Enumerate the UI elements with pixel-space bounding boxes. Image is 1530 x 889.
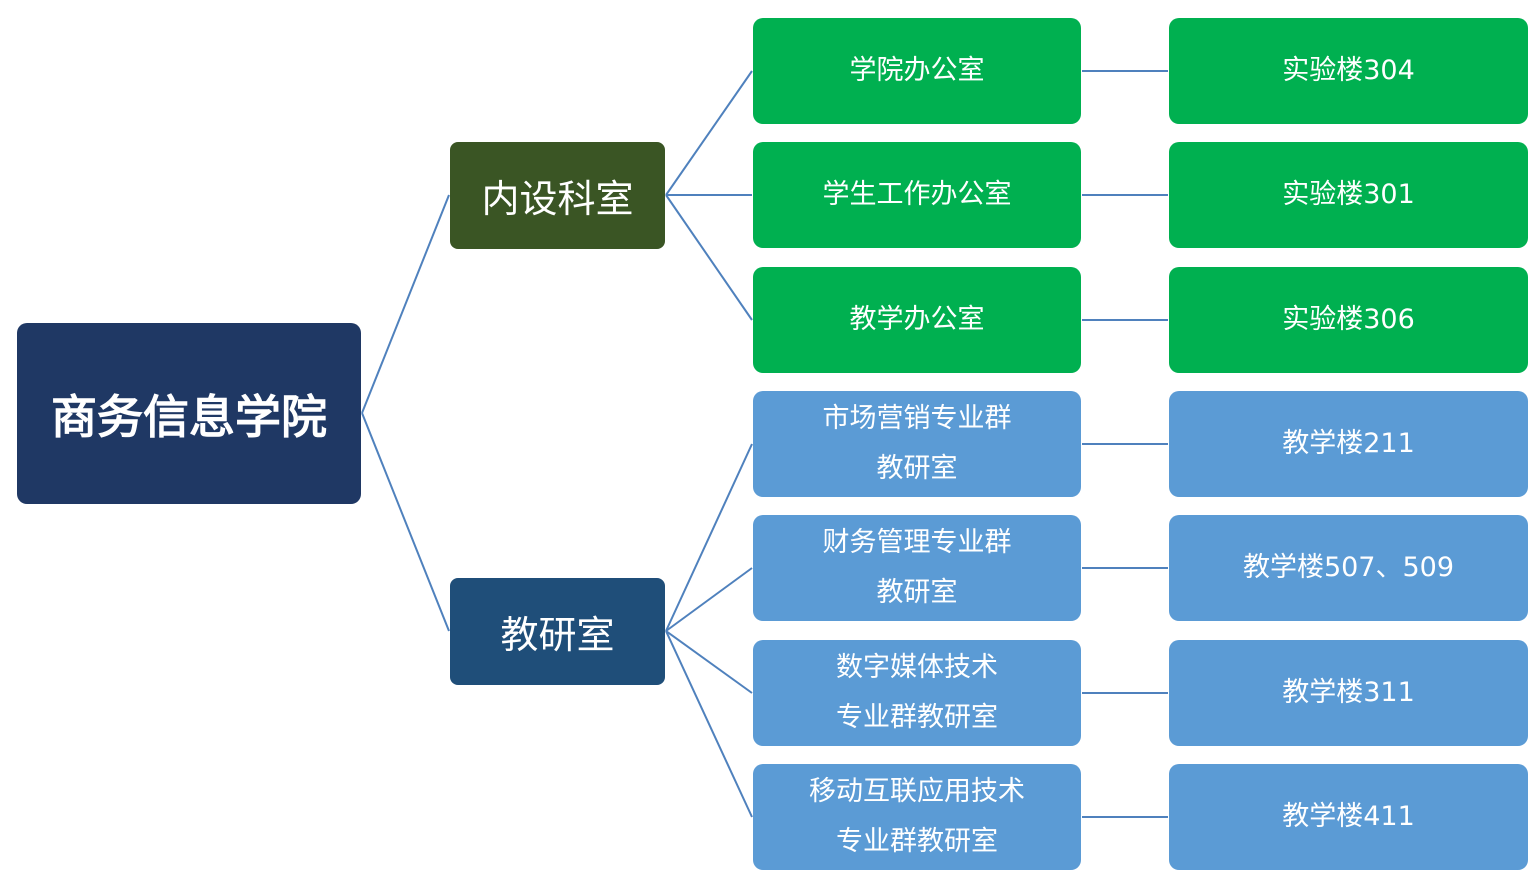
dept-node: 学院办公室 <box>753 18 1081 124</box>
connector-teach-dept-2 <box>665 567 753 632</box>
dept-label-line: 财务管理专业群 <box>822 527 1012 558</box>
location-label: 实验楼306 <box>1282 304 1415 335</box>
connector-root-teaching <box>361 412 450 632</box>
connector-teach-dept-1 <box>665 443 753 632</box>
connector-root-admin <box>361 194 450 414</box>
location-label: 教学楼507、509 <box>1242 552 1455 583</box>
location-node: 实验楼304 <box>1169 18 1528 124</box>
location-node: 实验楼301 <box>1169 142 1528 248</box>
dept-node: 教学办公室 <box>753 267 1081 373</box>
location-node: 教学楼411 <box>1169 764 1528 870</box>
dept-label-line: 学生工作办公室 <box>822 179 1012 210</box>
dept-node: 数字媒体技术 专业群教研室 <box>753 640 1081 746</box>
category-label: 教研室 <box>500 613 615 657</box>
dept-label-line: 专业群教研室 <box>836 826 998 857</box>
connector-teach-dept-4 <box>665 630 753 818</box>
dept-label-line: 市场营销专业群 <box>822 403 1012 434</box>
location-label: 教学楼311 <box>1282 677 1415 708</box>
dept-label-line: 教学办公室 <box>849 304 985 335</box>
root-node: 商务信息学院 <box>17 323 361 504</box>
category-label: 内设科室 <box>481 177 634 221</box>
dept-label-line: 学院办公室 <box>849 55 985 86</box>
location-label: 教学楼211 <box>1282 428 1415 459</box>
dept-label-line: 教研室 <box>876 453 958 484</box>
dept-node: 移动互联应用技术 专业群教研室 <box>753 764 1081 870</box>
dept-label-line: 移动互联应用技术 <box>809 776 1025 807</box>
root-label: 商务信息学院 <box>51 389 327 444</box>
location-label: 实验楼304 <box>1282 55 1415 86</box>
location-label: 教学楼411 <box>1282 801 1415 832</box>
dept-node: 学生工作办公室 <box>753 142 1081 248</box>
dept-label-line: 教研室 <box>876 577 958 608</box>
dept-label-line: 数字媒体技术 <box>836 652 998 683</box>
category-teaching-offices: 教研室 <box>450 578 665 685</box>
location-label: 实验楼301 <box>1282 179 1415 210</box>
category-admin-offices: 内设科室 <box>450 142 665 249</box>
dept-node: 财务管理专业群 教研室 <box>753 515 1081 621</box>
dept-node: 市场营销专业群 教研室 <box>753 391 1081 497</box>
location-node: 教学楼311 <box>1169 640 1528 746</box>
location-node: 实验楼306 <box>1169 267 1528 373</box>
location-node: 教学楼211 <box>1169 391 1528 497</box>
dept-label-line: 专业群教研室 <box>836 702 998 733</box>
location-node: 教学楼507、509 <box>1169 515 1528 621</box>
connector-teach-dept-3 <box>665 630 753 694</box>
connector-admin-dept-3 <box>665 194 753 321</box>
connector-admin-dept-1 <box>665 70 753 196</box>
